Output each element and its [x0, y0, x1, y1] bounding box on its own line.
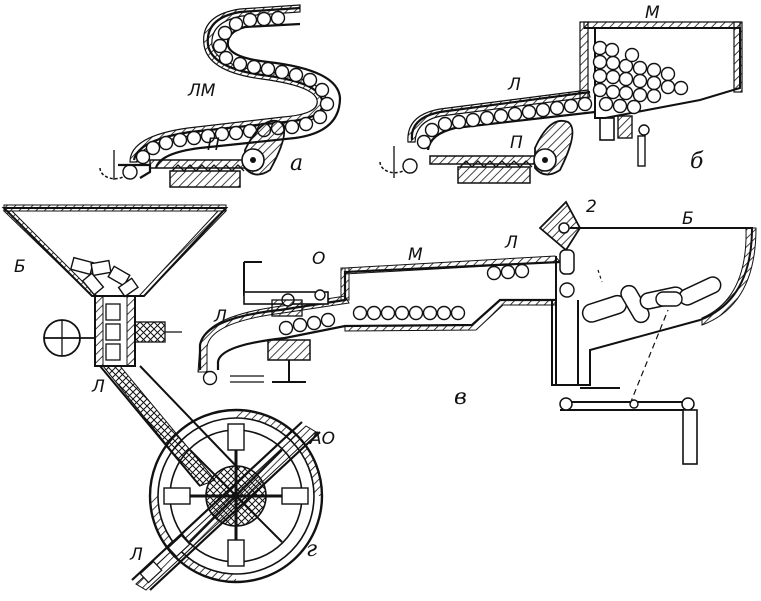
balls-a [135, 10, 335, 165]
delivery-chute-g [131, 421, 321, 591]
panel-label-a: а [290, 151, 303, 176]
label-l-v-left: Л [213, 307, 227, 327]
label-l-g-top: Л [91, 377, 105, 397]
chute-column-g [94, 295, 182, 367]
slide-plate-a [149, 159, 246, 169]
label-l-v-right: Л [504, 233, 518, 253]
balls-tray-v [202, 263, 530, 386]
label-o: О [312, 249, 325, 269]
linkage-v [559, 269, 698, 465]
panel-label-b: б [690, 149, 704, 174]
exit-catcher-b [379, 146, 418, 178]
panel-a: ЛМ П а [99, 4, 342, 188]
ratchet-base-b [457, 160, 533, 184]
label-m-b: М [645, 3, 660, 23]
label-p-a: П [207, 135, 220, 155]
lever-o [243, 261, 329, 317]
panel-g: Б Л АО Л г [1, 204, 335, 591]
label-2: 2 [586, 197, 597, 217]
cam-b [533, 119, 574, 176]
label-b-g: Б [14, 257, 26, 277]
label-l-b: Л [507, 75, 521, 95]
panel-label-g: г [306, 537, 317, 562]
label-b-v: Б [682, 209, 694, 229]
chute-to-drum-g [99, 365, 239, 487]
agitator-g [43, 319, 95, 357]
funnel-g [1, 207, 229, 297]
rotor-2 [538, 200, 582, 298]
panel-label-v: в [454, 385, 467, 410]
label-l-g-bottom: Л [129, 545, 143, 565]
ratchet-base-a [169, 164, 245, 188]
tray-inner-wall-a [154, 22, 342, 169]
label-ao: АО [309, 429, 335, 449]
label-lm: ЛМ [187, 81, 216, 101]
gate-mechanism-b [599, 115, 650, 167]
cam-a [241, 120, 286, 176]
balls-hopper-b [592, 40, 689, 115]
clamp-v [230, 339, 311, 383]
parts-funnel-g [69, 256, 139, 298]
panel-v: О М Л Л 2 Б в [197, 197, 757, 465]
rollers-v [581, 276, 722, 324]
exit-catcher-a [99, 150, 152, 180]
balls-tray-b [416, 96, 593, 150]
panel-b: М Л П б [379, 3, 743, 184]
label-m-v: М [408, 245, 423, 265]
label-p-b: П [510, 133, 523, 153]
slide-plate-b [429, 155, 551, 165]
